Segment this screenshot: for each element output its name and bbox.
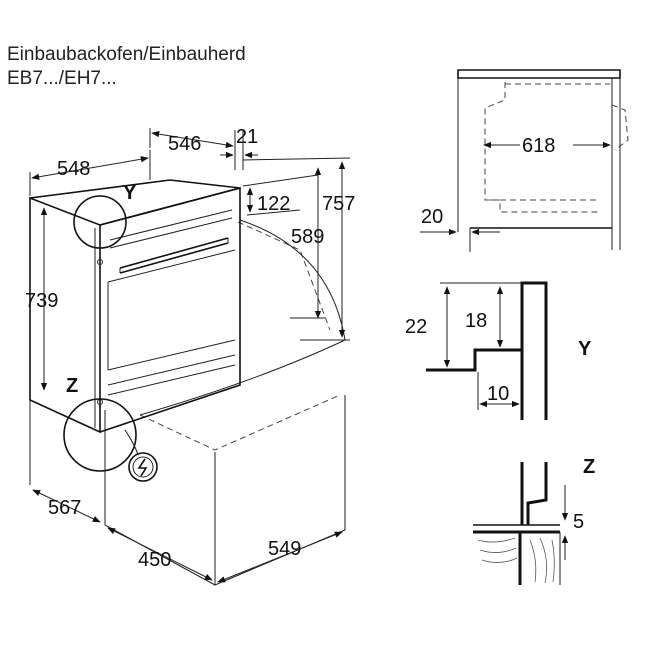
dim-567: 567 — [48, 497, 81, 519]
detail-y-circle — [73, 195, 127, 249]
dim-589: 589 — [291, 226, 324, 248]
dim-122: 122 — [257, 193, 290, 215]
dim-22: 22 — [405, 316, 427, 338]
dim-450: 450 — [138, 549, 171, 571]
dim-548: 548 — [57, 158, 90, 180]
side-view: 618 20 — [420, 69, 629, 252]
dim-21: 21 — [236, 126, 258, 148]
dim-618: 618 — [522, 135, 555, 157]
dim-739: 739 — [25, 290, 58, 312]
detail-z-label: Z — [583, 456, 595, 478]
dim-20: 20 — [421, 206, 443, 228]
detail-y-marker: Y — [123, 182, 137, 204]
detail-z-marker: Z — [66, 375, 78, 397]
dim-5: 5 — [573, 511, 584, 533]
title-line-1: Einbaubackofen/Einbauherd — [7, 44, 246, 65]
dim-546: 546 — [168, 133, 201, 155]
detail-y-label: Y — [578, 338, 592, 360]
detail-y-view: 22 18 10 Y — [405, 281, 592, 420]
main-oven-view: Y Z 548 546 21 122 757 — [25, 126, 355, 586]
plug-icon — [128, 452, 158, 482]
dim-549: 549 — [268, 538, 301, 560]
dim-757: 757 — [322, 193, 355, 215]
detail-z-view: 5 Z — [473, 456, 595, 585]
dim-10: 10 — [487, 383, 509, 405]
title-line-2: EB7.../EH7... — [7, 68, 117, 89]
detail-z-circle — [63, 398, 137, 472]
dim-18: 18 — [465, 310, 487, 332]
